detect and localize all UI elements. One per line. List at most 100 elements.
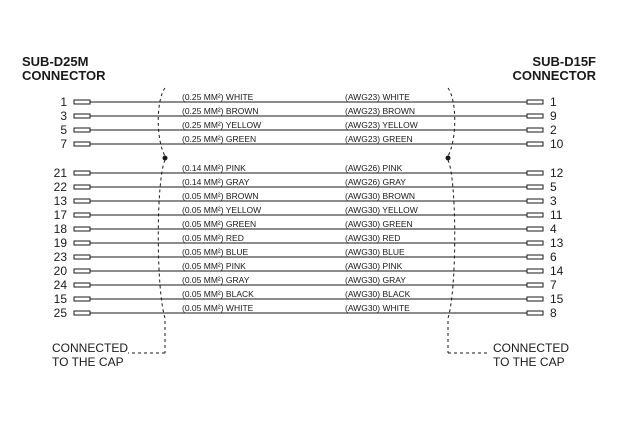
right-pin-number: 11	[550, 208, 563, 222]
wire-row: 21 12 (0.14 MM²) PINK (AWG26) PINK	[54, 163, 564, 180]
left-pin-number: 17	[54, 208, 68, 222]
left-pin-number: 24	[54, 278, 68, 292]
wire-row: 1 1 (0.25 MM²) WHITE (AWG23) WHITE	[60, 92, 557, 109]
right-pin-number: 14	[550, 264, 564, 278]
shield-left-lower	[157, 159, 166, 353]
right-pin-contact	[526, 170, 544, 176]
left-pin-contact	[73, 254, 91, 260]
wire-label-awg: (AWG23) YELLOW	[345, 120, 418, 130]
shield-right-upper	[447, 87, 456, 157]
right-pin-contact	[526, 254, 544, 260]
wire-label-metric: (0.05 MM²) PINK	[182, 261, 246, 271]
wire-label-metric: (0.05 MM²) GRAY	[182, 275, 250, 285]
right-pin-contact	[526, 296, 544, 302]
wire-label-metric: (0.05 MM²) BLUE	[182, 247, 248, 257]
note-right-line1: CONNECTED	[493, 341, 569, 355]
left-pin-contact	[73, 268, 91, 274]
wire-row: 18 4 (0.05 MM²) GREEN (AWG30) GREEN	[54, 219, 557, 236]
wire-label-metric: (0.05 MM²) WHITE	[182, 303, 254, 313]
wire-label-metric: (0.05 MM²) GREEN	[182, 219, 256, 229]
left-pin-contact	[73, 212, 91, 218]
left-pin-contact	[73, 282, 91, 288]
shield-junction-right	[445, 155, 451, 161]
left-pin-number: 7	[60, 137, 67, 151]
wire-row: 13 3 (0.05 MM²) BROWN (AWG30) BROWN	[54, 191, 557, 208]
right-pin-number: 12	[550, 166, 564, 180]
left-pin-number: 5	[60, 123, 67, 137]
left-pin-number: 13	[54, 194, 68, 208]
left-connector-title-line2: CONNECTOR	[22, 68, 106, 83]
wire-label-awg: (AWG30) PINK	[345, 261, 403, 271]
left-pin-contact	[73, 184, 91, 190]
right-pin-contact	[526, 282, 544, 288]
shield-left-upper	[157, 87, 166, 157]
right-pin-number: 6	[550, 250, 557, 264]
wire-label-awg: (AWG30) GREEN	[345, 219, 413, 229]
wire-label-awg: (AWG26) PINK	[345, 163, 403, 173]
right-connector-title-line2: CONNECTOR	[512, 68, 596, 83]
wire-label-metric: (0.25 MM²) BROWN	[182, 106, 259, 116]
wire-label-awg: (AWG30) WHITE	[345, 303, 410, 313]
right-pin-number: 15	[550, 292, 564, 306]
left-pin-contact	[73, 141, 91, 147]
left-pin-contact	[73, 99, 91, 105]
wire-label-metric: (0.25 MM²) WHITE	[182, 92, 254, 102]
right-pin-contact	[526, 226, 544, 232]
wire-label-metric: (0.25 MM²) YELLOW	[182, 120, 261, 130]
left-pin-contact	[73, 296, 91, 302]
shield-junction-left	[162, 155, 168, 161]
wire-row: 20 14 (0.05 MM²) PINK (AWG30) PINK	[54, 261, 564, 278]
note-left-line2: TO THE CAP	[52, 355, 124, 369]
right-pin-number: 5	[550, 180, 557, 194]
left-pin-number: 1	[60, 95, 67, 109]
left-pin-number: 19	[54, 236, 68, 250]
right-pin-number: 4	[550, 222, 557, 236]
right-pin-number: 10	[550, 137, 564, 151]
left-pin-number: 18	[54, 222, 68, 236]
wire-label-metric: (0.05 MM²) YELLOW	[182, 205, 261, 215]
wire-label-awg: (AWG23) WHITE	[345, 92, 410, 102]
wire-row: 5 2 (0.25 MM²) YELLOW (AWG23) YELLOW	[60, 120, 557, 137]
cable-shield	[128, 87, 488, 354]
left-pin-contact	[73, 198, 91, 204]
right-pin-contact	[526, 127, 544, 133]
shield-right-lower	[447, 159, 456, 353]
right-pin-number: 9	[550, 109, 557, 123]
right-pin-number: 2	[550, 123, 557, 137]
left-pin-contact	[73, 240, 91, 246]
right-pin-contact	[526, 141, 544, 147]
wire-label-awg: (AWG30) BLUE	[345, 247, 405, 257]
wire-label-awg: (AWG23) BROWN	[345, 106, 415, 116]
right-pin-number: 1	[550, 95, 557, 109]
right-pin-number: 3	[550, 194, 557, 208]
wire-label-metric: (0.05 MM²) RED	[182, 233, 244, 243]
wire-label-metric: (0.05 MM²) BROWN	[182, 191, 259, 201]
wire-row: 3 9 (0.25 MM²) BROWN (AWG23) BROWN	[60, 106, 557, 123]
left-pin-number: 3	[60, 109, 67, 123]
right-pin-number: 8	[550, 306, 557, 320]
left-pin-number: 21	[54, 166, 68, 180]
note-right-line2: TO THE CAP	[493, 355, 565, 369]
wire-label-awg: (AWG30) BLACK	[345, 289, 411, 299]
left-pin-number: 15	[54, 292, 68, 306]
wire-label-awg: (AWG30) RED	[345, 233, 400, 243]
left-pin-number: 25	[54, 306, 68, 320]
wire-label-metric: (0.14 MM²) PINK	[182, 163, 246, 173]
left-pin-contact	[73, 113, 91, 119]
left-pin-number: 20	[54, 264, 68, 278]
wire-label-awg: (AWG23) GREEN	[345, 134, 413, 144]
left-pin-contact	[73, 226, 91, 232]
left-pin-contact	[73, 310, 91, 316]
right-pin-number: 7	[550, 278, 557, 292]
left-pin-contact	[73, 170, 91, 176]
wire-label-awg: (AWG30) BROWN	[345, 191, 415, 201]
right-pin-contact	[526, 212, 544, 218]
